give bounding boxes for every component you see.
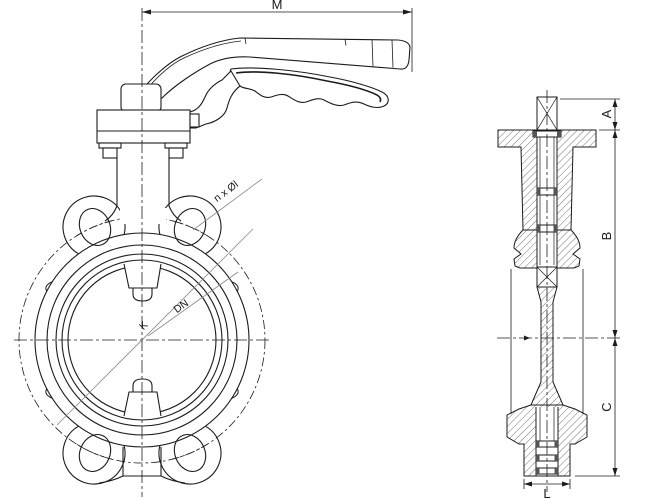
side-centerlines bbox=[497, 90, 620, 492]
handle-hub bbox=[120, 83, 162, 113]
mounting-bolts bbox=[98, 142, 188, 159]
label-dim-a: A bbox=[599, 109, 614, 118]
label-dim-b: B bbox=[599, 232, 614, 241]
axis-marker bbox=[524, 335, 530, 341]
dn-diameter-line bbox=[147, 271, 239, 337]
front-centerlines bbox=[14, 8, 272, 497]
handle-lever bbox=[139, 37, 411, 99]
side-view: A B C L bbox=[497, 90, 620, 500]
bolt-circle-hole-arcs bbox=[76, 220, 208, 460]
k-diameter-line bbox=[56, 228, 254, 426]
callout-lines bbox=[56, 178, 263, 426]
label-bolt-circle: K bbox=[137, 319, 150, 332]
label-dim-l: L bbox=[543, 486, 550, 500]
handle-thumb-rest bbox=[189, 70, 241, 129]
dimension-l: L bbox=[523, 479, 571, 500]
label-dim-m: M bbox=[272, 0, 283, 12]
dimension-m: M bbox=[142, 0, 413, 72]
label-bolt-holes: n x Øl bbox=[212, 179, 241, 205]
ratchet-tab bbox=[189, 113, 200, 128]
bolt-hole bbox=[173, 208, 207, 246]
shaft-bosses bbox=[123, 263, 162, 417]
label-nominal-bore: DN bbox=[172, 297, 191, 316]
handle-assembly bbox=[96, 37, 411, 159]
dimension-abc: A B C bbox=[560, 98, 620, 477]
label-dim-c: C bbox=[599, 402, 614, 411]
handle-trigger bbox=[229, 67, 389, 109]
front-view: K DN n x Øl M bbox=[14, 0, 413, 497]
bolt-holes-leader bbox=[192, 178, 263, 231]
valve-neck bbox=[104, 158, 182, 224]
handle-base-plate bbox=[96, 109, 191, 144]
bolt-hole bbox=[173, 434, 207, 472]
